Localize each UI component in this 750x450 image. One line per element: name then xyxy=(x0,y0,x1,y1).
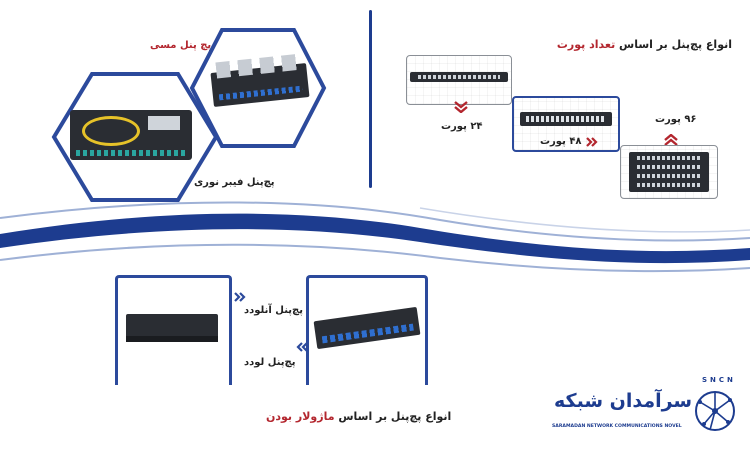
label-96-port: ۹۶ پورت xyxy=(655,114,697,125)
patch-panel-96-box xyxy=(620,145,718,199)
copper-panel-label: پچ پنل مسی xyxy=(150,40,212,51)
port-section-title: انواع پچ‌پنل بر اساس تعداد پورت xyxy=(556,38,732,51)
modular-section-title-highlight: ماژولار بودن xyxy=(266,410,335,423)
port-section-title-highlight: تعداد پورت xyxy=(556,38,616,51)
chevron-right-icon xyxy=(585,136,598,147)
brand-logo[interactable]: سرآمدان شبکه SARAMADAN NETWORK COMMUNICA… xyxy=(552,376,742,440)
patch-panel-24-image xyxy=(410,72,508,82)
unloaded-panel-box xyxy=(115,275,232,385)
unloaded-panel-label: پچ‌پنل آنلودد xyxy=(244,305,304,316)
chevron-right-icon-bottom xyxy=(296,342,308,352)
chevron-left-icon-top xyxy=(234,292,246,302)
vertical-divider xyxy=(369,10,372,188)
unloaded-panel-image xyxy=(126,314,218,342)
loaded-panel-image xyxy=(313,306,421,350)
loaded-panel-box xyxy=(306,275,428,385)
brand-name-en: SARAMADAN NETWORK COMMUNICATIONS NOVEL xyxy=(552,424,682,429)
label-24-port: ۲۴ پورت xyxy=(441,121,483,132)
modular-section-title: انواع پچ‌پنل بر اساس ماژولار بودن xyxy=(266,410,452,423)
patch-panel-96-image xyxy=(629,152,709,192)
brand-name-fa: سرآمدان شبکه xyxy=(554,390,693,412)
patch-panel-48-image xyxy=(520,112,612,126)
fiber-patch-panel-image xyxy=(70,110,192,160)
loaded-panel-label: پچ‌پنل لودد xyxy=(244,357,296,368)
fiber-panel-label: پچ‌پنل فیبر نوری xyxy=(194,177,275,188)
patch-panel-48-box xyxy=(512,96,620,152)
patch-panel-24-box xyxy=(406,55,512,105)
globe-network-icon xyxy=(695,391,735,431)
label-48-port: ۴۸ پورت xyxy=(540,136,598,147)
chevron-up-icon xyxy=(664,134,678,146)
wave-band xyxy=(0,201,750,273)
chevron-down-icon xyxy=(454,101,468,113)
brand-logo-letters: SNCN xyxy=(702,376,736,384)
